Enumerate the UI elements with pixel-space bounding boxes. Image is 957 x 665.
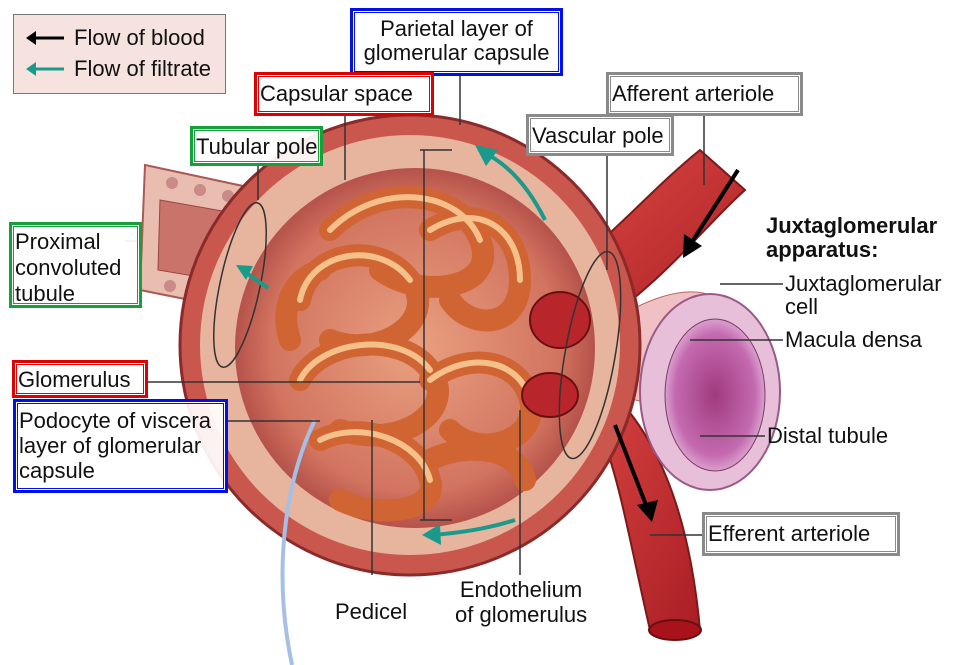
legend: Flow of blood Flow of filtrate	[13, 14, 226, 94]
label-juxtaglomerular-cell: Juxtaglomerular cell	[785, 272, 942, 318]
teal-arrow-icon	[24, 56, 66, 82]
label-endothelium: Endothelium of glomerulus	[455, 577, 587, 627]
label-macula-densa: Macula densa	[785, 328, 922, 352]
label-proximal-tubule: Proximal convoluted tubule	[9, 222, 142, 308]
distal-tubule-shape	[640, 294, 780, 490]
legend-item-filtrate: Flow of filtrate	[24, 56, 211, 82]
legend-label-filtrate: Flow of filtrate	[74, 56, 211, 82]
label-podocyte: Podocyte of viscera layer of glomerular …	[13, 399, 228, 493]
label-capsular-space: Capsular space	[254, 72, 434, 116]
label-distal-tubule: Distal tubule	[767, 424, 888, 448]
label-glomerulus: Glomerulus	[12, 360, 148, 398]
label-parietal-layer: Parietal layer of glomerular capsule	[350, 8, 563, 76]
label-juxtaglomerular-apparatus: Juxtaglomerular apparatus:	[766, 214, 937, 262]
label-tubular-pole: Tubular pole	[190, 126, 323, 166]
black-arrow-icon	[24, 25, 66, 51]
label-efferent-arteriole: Efferent arteriole	[702, 512, 900, 556]
label-afferent-arteriole: Afferent arteriole	[606, 72, 803, 116]
label-pedicel: Pedicel	[335, 600, 407, 624]
legend-item-blood: Flow of blood	[24, 25, 205, 51]
legend-label-blood: Flow of blood	[74, 25, 205, 51]
label-vascular-pole: Vascular pole	[526, 114, 674, 156]
